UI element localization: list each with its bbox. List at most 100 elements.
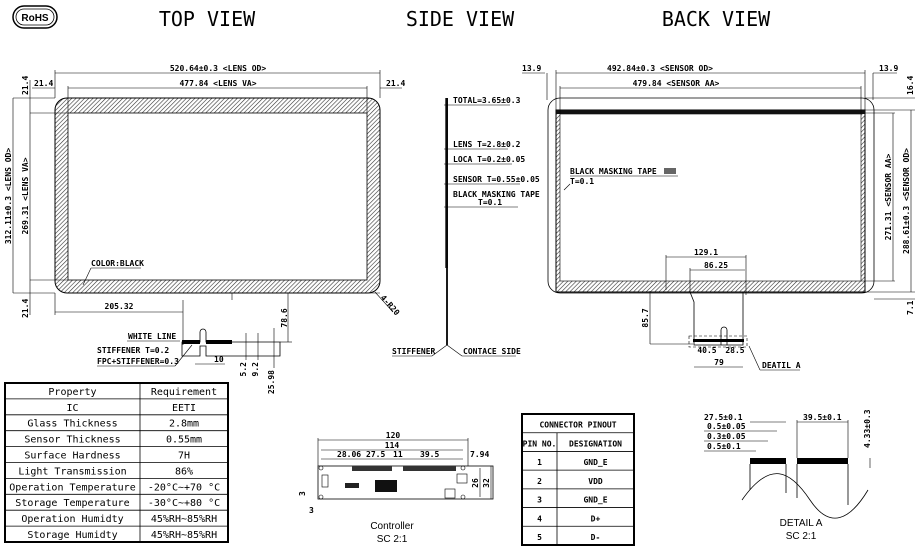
detail-d2: 0.5±0.05 bbox=[707, 422, 746, 431]
pin-designation: D+ bbox=[591, 514, 601, 523]
dim-5-2: 5.2 bbox=[239, 362, 248, 377]
pin-number: 4 bbox=[537, 514, 542, 523]
property-name: Operation Humidty bbox=[21, 514, 123, 525]
margin-bottom-dim: 21.4 bbox=[21, 299, 30, 318]
pinout-row: 2 VDD bbox=[537, 477, 603, 486]
pin-number: 2 bbox=[537, 477, 542, 486]
dim-28-5: 28.5 bbox=[725, 346, 744, 355]
pin-designation: VDD bbox=[588, 477, 603, 486]
fpc-offset-dim: 205.32 bbox=[105, 302, 134, 311]
color-note: COLOR:BLACK bbox=[91, 259, 144, 268]
controller-d2: 27.5 bbox=[366, 450, 385, 459]
total-thickness: TOTAL=3.65±0.3 bbox=[453, 96, 521, 105]
controller-e1: 3 bbox=[298, 491, 307, 496]
controller-d3: 11 bbox=[393, 450, 403, 459]
property-value: -30°C~+80 °C bbox=[148, 498, 220, 509]
property-value: 45%RH~85%RH bbox=[151, 530, 217, 541]
rohs-text: RoHS bbox=[21, 13, 49, 24]
pin-designation: GND_E bbox=[583, 496, 607, 505]
masking-tape-thickness: T=0.1 bbox=[478, 198, 502, 207]
controller-scale: SC 2:1 bbox=[377, 534, 408, 545]
controller-drawing: 120 114 28.06 27.5 11 39.5 7.94 26 32 3 … bbox=[298, 431, 494, 545]
property-row: Property Requirement bbox=[48, 387, 217, 398]
property-value: 0.55mm bbox=[166, 435, 202, 446]
pin-number: PIN NO. bbox=[523, 439, 557, 448]
margin-right-dim: 21.4 bbox=[386, 79, 405, 88]
height-va-dim: 269.31 <LENS VA> bbox=[21, 157, 30, 234]
property-value: -20°C~+70 °C bbox=[148, 482, 220, 493]
property-row: Operation Temperature-20°C~+70 °C bbox=[9, 482, 220, 493]
dim-85-7: 85.7 bbox=[641, 308, 650, 327]
property-row: Storage Temperature -30°C~+80 °C bbox=[15, 498, 220, 509]
controller-d1: 28.06 bbox=[337, 450, 361, 459]
detail-d3: 0.3±0.05 bbox=[707, 432, 746, 441]
sensor-thickness: SENSOR T=0.55±0.05 bbox=[453, 175, 540, 184]
back-margin-bottom: 7.1 bbox=[906, 300, 915, 315]
sensor-aa-dim: 479.84 <SENSOR AA> bbox=[633, 79, 720, 88]
property-name: Storage Temperature bbox=[15, 498, 129, 509]
property-row: Sensor Thickness 0.55mm bbox=[24, 435, 202, 446]
detail-a-label: DETAIL A bbox=[780, 518, 823, 529]
dim-40-5: 40.5 bbox=[697, 346, 716, 355]
slot-width-dim: 10 bbox=[214, 355, 224, 364]
top-view: 520.64±0.3 <LENS OD> 477.84 <LENS VA> 21… bbox=[4, 64, 405, 394]
stiffener-label: STIFFENER T=0.2 bbox=[97, 346, 169, 355]
property-name: Surface Hardness bbox=[24, 451, 120, 462]
property-name: Sensor Thickness bbox=[24, 435, 120, 446]
pinout-row: 4 D+ bbox=[537, 514, 600, 523]
property-value: 45%RH~85%RH bbox=[151, 514, 217, 525]
back-masking-label: BLACK MASKING TAPE bbox=[570, 167, 657, 176]
masking-hatch-swatch bbox=[664, 168, 676, 174]
pin-designation: DESIGNATION bbox=[569, 439, 622, 448]
property-value: 86% bbox=[175, 466, 193, 477]
property-value: 7H bbox=[178, 451, 190, 462]
detail-a-reference: DEATIL A bbox=[762, 361, 801, 370]
detail-a-drawing: 27.5±0.1 0.5±0.05 0.3±0.05 0.5±0.1 39.5±… bbox=[704, 409, 872, 542]
lens-thickness: LENS T=2.8±0.2 bbox=[453, 140, 521, 149]
rohs-logo: RoHS bbox=[12, 5, 58, 29]
pinout-row: PIN NO. DESIGNATION bbox=[523, 439, 623, 448]
property-row: Operation Humidty 45%RH~85%RH bbox=[21, 514, 217, 525]
dim-129-1: 129.1 bbox=[694, 248, 718, 257]
property-row: IC EETI bbox=[66, 403, 196, 414]
pin-number: 1 bbox=[537, 458, 542, 467]
controller-label: Controller bbox=[370, 521, 414, 532]
dim-79: 79 bbox=[714, 358, 724, 367]
detail-d6: 4.33±0.3 bbox=[863, 409, 872, 448]
detail-d4: 0.5±0.1 bbox=[707, 442, 741, 451]
property-value: Requirement bbox=[151, 387, 217, 398]
controller-h1: 26 bbox=[471, 478, 480, 488]
back-view-title: BACK VIEW bbox=[662, 7, 771, 31]
top-view-title: TOP VIEW bbox=[159, 7, 256, 31]
detail-a-scale: SC 2:1 bbox=[786, 531, 817, 542]
property-name: Storage Humidty bbox=[27, 530, 117, 541]
property-name: Property bbox=[48, 387, 96, 398]
margin-left-dim: 21.4 bbox=[34, 79, 53, 88]
pinout-row: 3 GND_E bbox=[537, 496, 608, 505]
property-name: Glass Thickness bbox=[27, 419, 117, 430]
lens-va-dim: 477.84 <LENS VA> bbox=[179, 79, 256, 88]
height-od-dim: 312.11±0.3 <LENS OD> bbox=[4, 148, 13, 245]
controller-h2: 32 bbox=[482, 478, 491, 488]
detail-d1: 27.5±0.1 bbox=[704, 413, 743, 422]
property-value: EETI bbox=[172, 403, 196, 414]
back-masking-thickness: T=0.1 bbox=[570, 177, 594, 186]
side-view-title: SIDE VIEW bbox=[406, 7, 515, 31]
pin-number: 3 bbox=[537, 496, 542, 505]
property-name: IC bbox=[66, 403, 78, 414]
back-height-aa: 271.31 <SENSOR AA> bbox=[884, 153, 893, 240]
contact-side-label: CONTACE SIDE bbox=[463, 347, 521, 356]
pin-number: 5 bbox=[537, 533, 542, 542]
detail-d5: 39.5±0.1 bbox=[803, 413, 842, 422]
loca-thickness: LOCA T=0.2±0.05 bbox=[453, 155, 525, 164]
dim-86-25: 86.25 bbox=[704, 261, 728, 270]
fpc-length-dim: 78.6 bbox=[280, 308, 289, 327]
back-margin-top: 16.4 bbox=[906, 76, 915, 95]
property-row: Storage Humidty 45%RH~85%RH bbox=[27, 530, 217, 541]
